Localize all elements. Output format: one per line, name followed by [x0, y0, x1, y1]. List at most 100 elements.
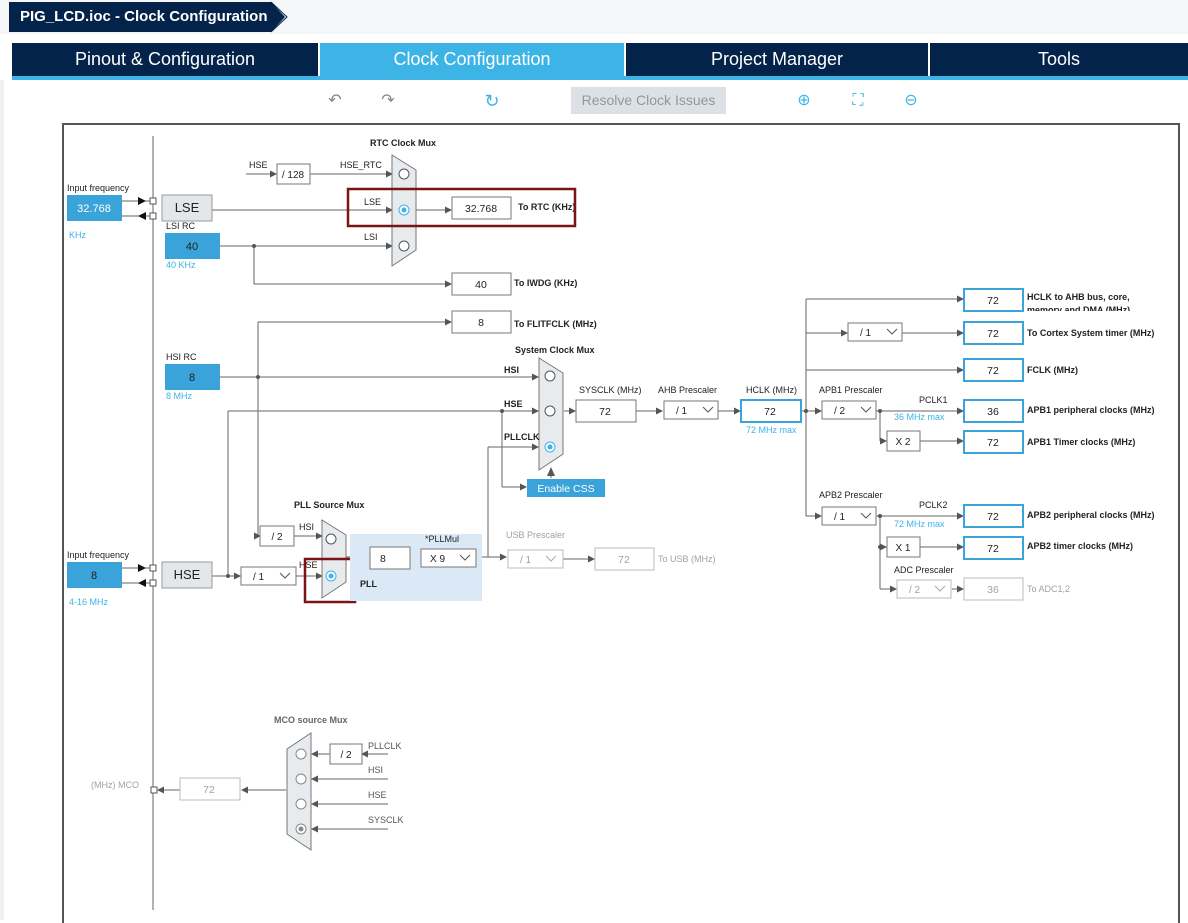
- svg-text:memory and DMA (MHz): memory and DMA (MHz): [1027, 305, 1130, 315]
- svg-text:72: 72: [987, 328, 999, 340]
- usb-prescaler-select[interactable]: [507, 549, 564, 569]
- svg-text:8: 8: [91, 570, 97, 582]
- svg-text:72: 72: [987, 365, 999, 377]
- svg-text:/ 1: / 1: [253, 572, 265, 583]
- svg-text:72 MHz max: 72 MHz max: [746, 425, 797, 435]
- svg-text:To RTC (KHz): To RTC (KHz): [518, 202, 575, 212]
- svg-text:To FLITFCLK (MHz): To FLITFCLK (MHz): [514, 319, 597, 329]
- svg-text:/ 1: / 1: [834, 512, 846, 523]
- svg-text:LSI RC: LSI RC: [166, 221, 196, 231]
- ahb-prescaler-select[interactable]: [663, 400, 719, 420]
- svg-text:PLLCLK: PLLCLK: [504, 432, 540, 442]
- svg-text:To USB (MHz): To USB (MHz): [658, 554, 716, 564]
- svg-text:72: 72: [987, 295, 999, 307]
- window-title: PIG_LCD.ioc - Clock Configuration: [9, 2, 271, 32]
- resolve-clock-issues-button[interactable]: Resolve Clock Issues: [571, 87, 726, 114]
- svg-text:(MHz) MCO: (MHz) MCO: [91, 780, 139, 790]
- svg-text:PCLK2: PCLK2: [919, 500, 948, 510]
- svg-text:HCLK to AHB bus, core,: HCLK to AHB bus, core,: [1027, 292, 1130, 302]
- svg-text:72: 72: [987, 437, 999, 449]
- cortex-timer-divider-select[interactable]: [847, 322, 903, 342]
- svg-text:PCLK1: PCLK1: [919, 395, 948, 405]
- svg-text:36 MHz max: 36 MHz max: [894, 412, 945, 422]
- refresh-icon[interactable]: ↻: [484, 91, 500, 111]
- svg-text:To Cortex System timer (MHz): To Cortex System timer (MHz): [1027, 328, 1154, 338]
- svg-text:Input frequency: Input frequency: [67, 550, 130, 560]
- svg-text:40 KHz: 40 KHz: [166, 260, 196, 270]
- svg-text:Input frequency: Input frequency: [67, 183, 130, 193]
- svg-text:8: 8: [478, 317, 484, 329]
- tab-underline: [12, 76, 1188, 80]
- svg-text:X 1: X 1: [895, 543, 910, 554]
- enable-css-button[interactable]: [527, 479, 605, 497]
- svg-text:8: 8: [380, 553, 386, 565]
- svg-text:/ 1: / 1: [520, 555, 532, 566]
- svg-text:X 2: X 2: [895, 437, 910, 448]
- svg-text:72: 72: [987, 543, 999, 555]
- svg-text:To ADC1,2: To ADC1,2: [1027, 584, 1070, 594]
- svg-text:32.768: 32.768: [77, 203, 111, 215]
- toolbar: ↶ ↷ ↻ Resolve Clock Issues ⊕ ⛶ ⊖: [0, 84, 1188, 118]
- svg-text:36: 36: [987, 584, 999, 596]
- svg-text:72: 72: [764, 406, 776, 418]
- svg-text:72: 72: [618, 554, 630, 566]
- svg-text:APB1 Timer clocks (MHz): APB1 Timer clocks (MHz): [1027, 437, 1135, 447]
- hclk-input[interactable]: [740, 399, 802, 423]
- svg-text:ADC Prescaler: ADC Prescaler: [894, 565, 954, 575]
- zoom-in-icon[interactable]: ⊕: [797, 92, 811, 109]
- tab-pinout[interactable]: Pinout & Configuration: [12, 43, 318, 76]
- svg-text:HCLK (MHz): HCLK (MHz): [746, 385, 797, 395]
- svg-text:APB2 Prescaler: APB2 Prescaler: [819, 490, 883, 500]
- left-gutter: [0, 80, 4, 920]
- svg-text:PLL Source Mux: PLL Source Mux: [294, 500, 364, 510]
- tab-tools[interactable]: Tools: [930, 43, 1188, 76]
- svg-text:72: 72: [987, 511, 999, 523]
- lsi-rc-box: [165, 233, 220, 259]
- svg-text:72: 72: [203, 784, 215, 796]
- apb2-prescaler-select[interactable]: [821, 506, 877, 526]
- svg-text:HSI: HSI: [504, 365, 519, 375]
- svg-text:/ 1: / 1: [860, 328, 872, 339]
- tab-clock-configuration[interactable]: Clock Configuration: [320, 43, 624, 76]
- lse-input-frequency-field[interactable]: [67, 195, 122, 221]
- svg-text:SYSCLK (MHz): SYSCLK (MHz): [579, 385, 642, 395]
- svg-text:FCLK (MHz): FCLK (MHz): [1027, 365, 1078, 375]
- svg-text:KHz: KHz: [69, 230, 87, 240]
- svg-text:HSI RC: HSI RC: [166, 352, 197, 362]
- svg-text:/ 1: / 1: [676, 406, 688, 417]
- main-tabs: Pinout & Configuration Clock Configurati…: [12, 43, 1188, 76]
- redo-icon[interactable]: ↷: [381, 92, 395, 109]
- svg-text:SYSCLK: SYSCLK: [368, 815, 404, 825]
- tab-project-manager[interactable]: Project Manager: [626, 43, 928, 76]
- apb1-prescaler-select[interactable]: [821, 400, 877, 420]
- zoom-out-icon[interactable]: ⊖: [904, 92, 918, 109]
- svg-text:APB2 timer clocks (MHz): APB2 timer clocks (MHz): [1027, 541, 1133, 551]
- svg-text:4-16 MHz: 4-16 MHz: [69, 597, 109, 607]
- svg-text:/ 2: / 2: [340, 750, 352, 761]
- hse-input-frequency-field[interactable]: [67, 562, 122, 588]
- undo-icon[interactable]: ↶: [328, 92, 342, 109]
- svg-text:/ 2: / 2: [271, 532, 283, 543]
- svg-text:APB1 peripheral clocks (MHz): APB1 peripheral clocks (MHz): [1027, 405, 1155, 415]
- svg-text:APB1 Prescaler: APB1 Prescaler: [819, 385, 883, 395]
- svg-text:LSE: LSE: [364, 197, 381, 207]
- svg-text:/ 2: / 2: [834, 406, 846, 417]
- svg-text:HSE: HSE: [249, 160, 268, 170]
- svg-text:X 9: X 9: [430, 554, 445, 565]
- title-bar: PIG_LCD.ioc - Clock Configuration: [0, 0, 1188, 34]
- svg-text:32.768: 32.768: [465, 203, 497, 215]
- adc-prescaler-select[interactable]: [896, 579, 952, 599]
- svg-text:36: 36: [987, 406, 999, 418]
- svg-text:HSE: HSE: [299, 560, 318, 570]
- svg-text:RTC Clock Mux: RTC Clock Mux: [370, 138, 436, 148]
- svg-text:System Clock Mux: System Clock Mux: [515, 345, 595, 355]
- pllmul-select[interactable]: [420, 548, 477, 568]
- svg-text:MCO source Mux: MCO source Mux: [274, 715, 348, 725]
- hse-divider-select[interactable]: [240, 566, 297, 586]
- svg-text:PLLCLK: PLLCLK: [368, 741, 402, 751]
- fit-screen-icon[interactable]: ⛶: [852, 92, 864, 109]
- svg-text:/ 2: / 2: [909, 585, 921, 596]
- svg-text:/ 128: / 128: [282, 170, 305, 181]
- svg-text:72: 72: [599, 406, 611, 418]
